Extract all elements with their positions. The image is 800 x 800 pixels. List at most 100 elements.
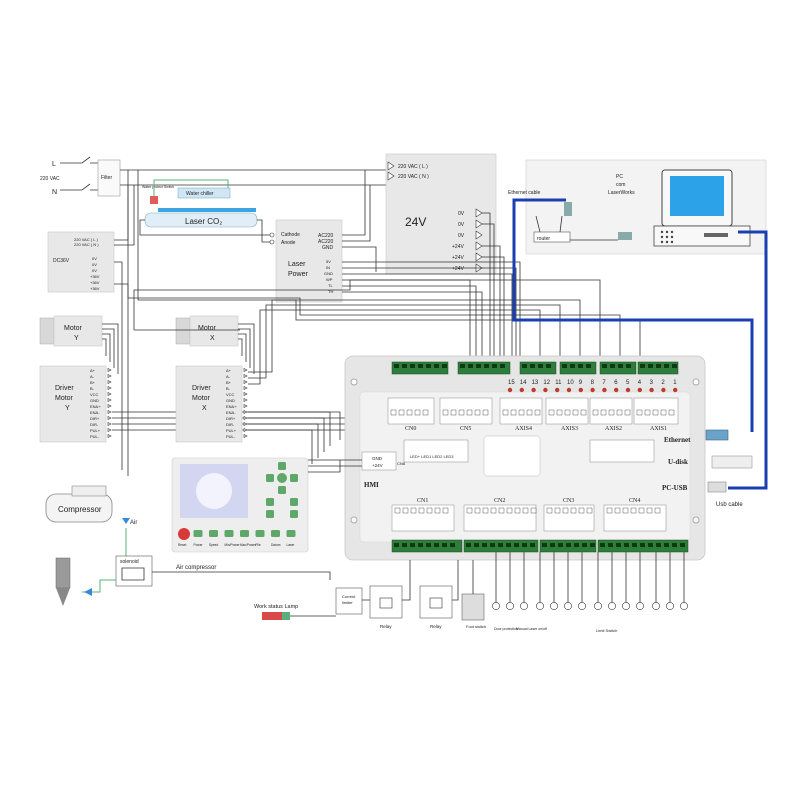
- connector-pin: [482, 507, 489, 514]
- driver-pin: A-: [90, 374, 95, 379]
- dc36-outs: 0V 0V 0V +36V +36V +36V: [90, 256, 100, 291]
- pc-base: [653, 225, 751, 247]
- terminal-screw: [514, 543, 519, 547]
- psu-pin: +24V: [452, 255, 464, 261]
- arrow-right-button[interactable]: [290, 474, 298, 482]
- panel-key[interactable]: [209, 530, 218, 537]
- connector-pin: [556, 409, 563, 416]
- z-up-button[interactable]: [266, 498, 274, 506]
- panel-key[interactable]: [255, 530, 265, 537]
- connector-pin: [570, 507, 577, 514]
- panel-key[interactable]: [286, 530, 296, 537]
- terminal-screw: [460, 364, 465, 368]
- panel-key[interactable]: [193, 530, 203, 537]
- limit-switches: [492, 552, 688, 610]
- usb-port[interactable]: [707, 481, 727, 493]
- terminal-screw: [648, 543, 653, 547]
- lp-pin: TH: [328, 289, 333, 294]
- status-led: [566, 387, 572, 393]
- connector-pin: [606, 507, 613, 514]
- connector-pin: [546, 507, 553, 514]
- display-window: [483, 435, 541, 477]
- panel-key-label: Reset: [178, 543, 186, 547]
- connector-pin: [398, 409, 405, 416]
- reset-button[interactable]: [178, 528, 190, 540]
- driver-pin-terminal: [243, 380, 248, 384]
- terminal-screw: [500, 364, 505, 368]
- led-number: 3: [650, 380, 654, 386]
- connector-pin: [422, 409, 429, 416]
- connector-pin: [414, 409, 421, 416]
- led-block-label: LED+ LED1 LED2 LED3: [410, 454, 454, 459]
- panel-key-label: Min/Power: [225, 543, 241, 547]
- connector-pin: [518, 409, 525, 416]
- driver-pin: PUL+: [90, 428, 101, 433]
- usb-plug-icon: [618, 232, 632, 240]
- motor-y-label-2: Y: [74, 335, 79, 342]
- connector-pin: [638, 507, 645, 514]
- led-number: 11: [555, 380, 562, 386]
- connector-pin: [572, 409, 579, 416]
- connector-pin: [562, 507, 569, 514]
- esc-button[interactable]: [266, 510, 274, 518]
- tube-water-jacket: [158, 208, 256, 212]
- dc36v-psu: 220 VAC ( L ) 220 VAC ( N ) DC36V 0V 0V …: [47, 170, 135, 384]
- outputs: Work status Lamp Current limiter Relay R…: [254, 552, 688, 633]
- laser-power-title-1: Laser: [288, 261, 306, 268]
- terminal-screw: [426, 364, 431, 368]
- bottom-terminal-blocks: [391, 539, 689, 553]
- ethernet-port[interactable]: [705, 429, 729, 441]
- z-down-button[interactable]: [290, 498, 298, 506]
- panel-key[interactable]: [271, 530, 280, 537]
- router-box: [533, 231, 571, 243]
- water-chiller-label: Water chiller: [186, 191, 214, 197]
- udisk-port[interactable]: [711, 455, 753, 469]
- connector-pin: [526, 409, 533, 416]
- driver-pin-terminal: [243, 398, 248, 402]
- water-switch-note: Water protect Switch: [142, 185, 174, 189]
- mains-vac-label: 220 VAC: [40, 176, 60, 182]
- switch-contact: [636, 602, 644, 610]
- led-number: 2: [661, 380, 665, 386]
- terminal-screw: [484, 364, 489, 368]
- arrow-down-button[interactable]: [278, 486, 286, 494]
- panel-key[interactable]: [224, 530, 234, 537]
- driver-y-label-1: Driver: [55, 385, 74, 392]
- connector-pin: [530, 507, 537, 514]
- right-io-block: [589, 439, 655, 463]
- switch-contact: [564, 602, 572, 610]
- panel-key[interactable]: [240, 530, 249, 537]
- terminal-screw: [442, 364, 447, 368]
- switch-contact: [520, 602, 528, 610]
- driver-pin-terminal: [107, 374, 112, 378]
- terminal-screw: [466, 543, 471, 547]
- connector-pin: [654, 507, 661, 514]
- led-number: 10: [567, 380, 574, 386]
- terminal-screw: [570, 364, 575, 368]
- switch-contact: [492, 602, 500, 610]
- arrow-up-button[interactable]: [278, 462, 286, 470]
- dc36-out: 0V: [92, 268, 97, 273]
- lp-pin-top: GND: [322, 245, 334, 251]
- mains-input: L 220 VAC N Filter: [40, 156, 390, 197]
- terminal-screw: [616, 543, 621, 547]
- motor-y: Motor Y: [39, 315, 119, 374]
- terminal-screw: [434, 364, 439, 368]
- top-connector-label: AXIS4: [515, 426, 532, 432]
- driver-pin: ENA+: [226, 404, 237, 409]
- panel-key-label: Laser: [287, 543, 296, 547]
- ok-button[interactable]: [277, 473, 287, 483]
- driver-pin-terminal: [243, 410, 248, 414]
- connector-pin: [406, 409, 413, 416]
- connector-pin: [434, 507, 441, 514]
- enter-button[interactable]: [290, 510, 298, 518]
- led-block: [403, 439, 469, 463]
- top-connector-label: CN5: [460, 426, 471, 432]
- arrow-left-button[interactable]: [266, 474, 274, 482]
- driver-pin: GND: [90, 398, 99, 403]
- terminal-screw: [550, 543, 555, 547]
- driver-pin-terminal: [107, 416, 112, 420]
- connector-pin: [624, 409, 631, 416]
- driver-pin-terminal: [107, 422, 112, 426]
